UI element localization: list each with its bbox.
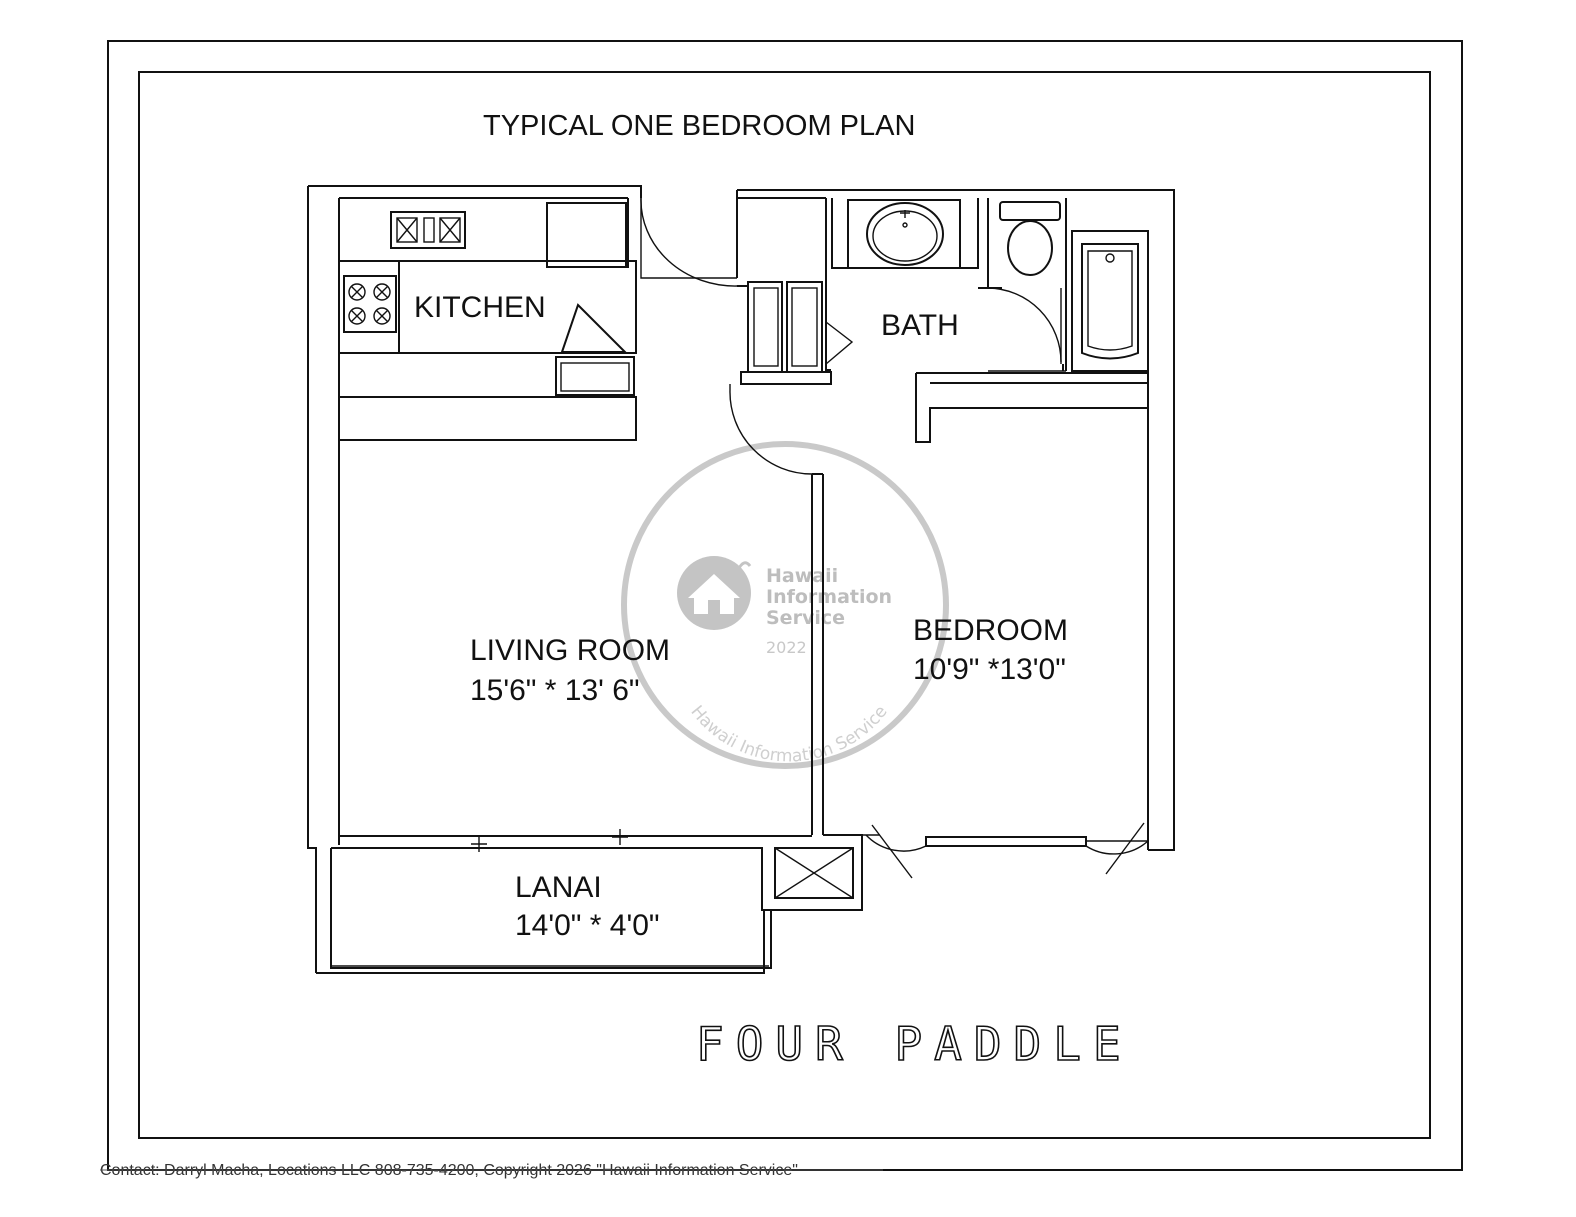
counter-triangle: [560, 303, 628, 353]
lanai-storage: [774, 847, 854, 899]
toilet: [999, 201, 1061, 276]
doors: [471, 197, 1149, 879]
room-label-lanai: LANAI: [515, 871, 602, 904]
room-label-bath: BATH: [881, 309, 959, 342]
watermark-line-1: Hawaii: [766, 565, 838, 587]
watermark-line-2: Information: [766, 586, 892, 608]
inner-frame: [138, 71, 1431, 1139]
watermark-arc-text: Hawaii Information Service: [686, 702, 891, 767]
watermark-line-3: Service: [766, 607, 845, 629]
bathtub: [1071, 230, 1149, 372]
walls: [307, 185, 1175, 974]
unit-name: FOUR PADDLE: [696, 1017, 1133, 1071]
refrigerator: [546, 202, 627, 268]
kitchen-fixtures: [339, 202, 637, 441]
room-label-living: LIVING ROOM: [470, 634, 670, 667]
room-dims-living: 15'6" * 13' 6": [470, 674, 640, 707]
watermark-year: 2022: [766, 638, 807, 657]
burner-icon: [396, 217, 461, 243]
room-dims-bedroom: 10'9" *13'0": [913, 653, 1066, 686]
stove-burner-icon: [348, 283, 391, 325]
range-stove: [343, 275, 397, 333]
lavatory-sink: [847, 199, 961, 269]
room-label-bedroom: BEDROOM: [913, 614, 1068, 647]
bath-fixtures: [737, 199, 1149, 385]
watermark: Hawaii Information Service 2022 Hawaii I…: [621, 441, 949, 769]
plan-title: TYPICAL ONE BEDROOM PLAN: [483, 110, 915, 142]
kitchen-sink: [555, 356, 635, 396]
house-logo-icon: [677, 556, 752, 630]
room-label-kitchen: KITCHEN: [414, 291, 546, 324]
room-dims-lanai: 14'0" * 4'0": [515, 909, 660, 942]
